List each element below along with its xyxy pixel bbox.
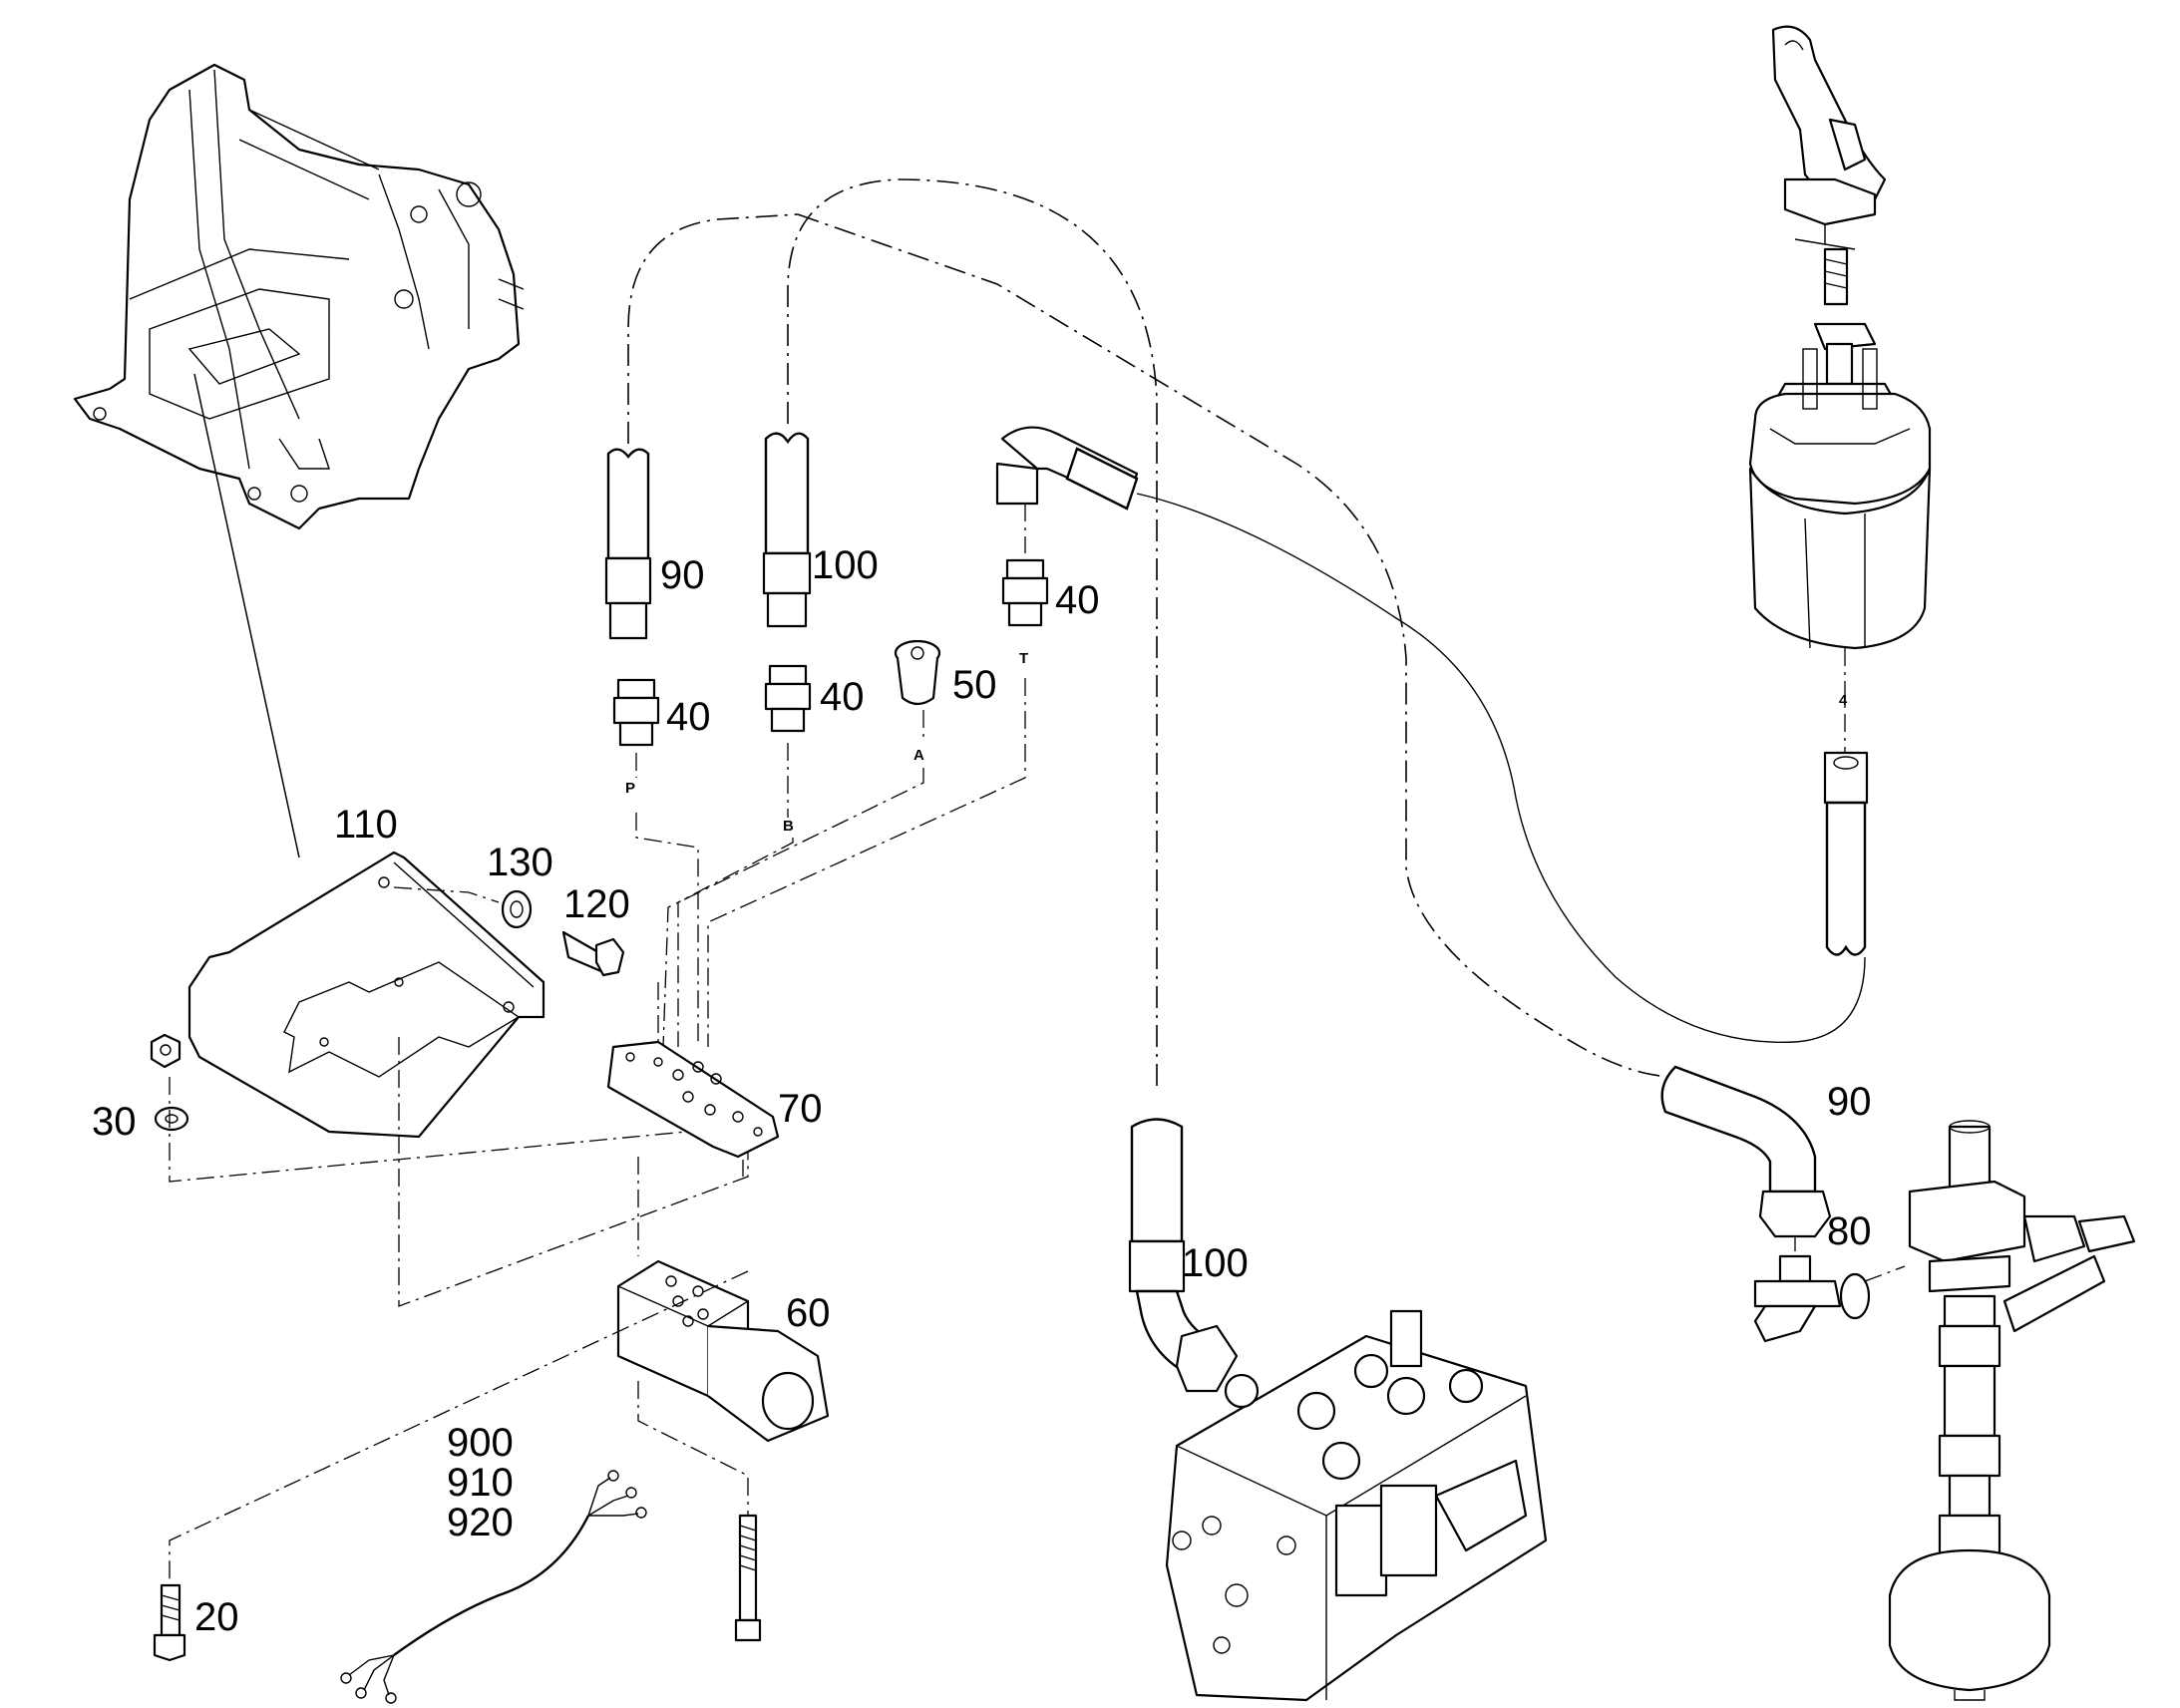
leader-30 bbox=[169, 1077, 739, 1183]
callout-100-bottom: 100 bbox=[1182, 1241, 1249, 1285]
callout-910: 910 bbox=[447, 1461, 514, 1505]
adapter-40-mid bbox=[764, 664, 812, 733]
callout-130: 130 bbox=[487, 841, 553, 884]
callout-70: 70 bbox=[778, 1087, 823, 1131]
loader-frame-illustration bbox=[73, 63, 525, 530]
port-label-p: P bbox=[625, 780, 635, 797]
manifold-block-70 bbox=[606, 1040, 780, 1159]
leader-60-bolt20 bbox=[169, 1270, 749, 1585]
hose-90-right-routing bbox=[797, 213, 1676, 1078]
callout-40-mid: 40 bbox=[820, 675, 865, 719]
callout-100-left: 100 bbox=[812, 543, 879, 587]
callout-90-right: 90 bbox=[1827, 1080, 1872, 1124]
port-label-a: A bbox=[913, 747, 924, 764]
port-label-t: T bbox=[1019, 650, 1028, 667]
callout-40-left: 40 bbox=[666, 695, 711, 739]
hose-100-routing bbox=[787, 178, 1158, 1087]
washer-130 bbox=[501, 889, 533, 929]
hose-90-left bbox=[604, 448, 652, 640]
callout-80: 80 bbox=[1827, 1209, 1872, 1253]
leader-60-screw bbox=[637, 1381, 749, 1516]
joystick-pilot-hose bbox=[1823, 751, 1869, 956]
callout-120: 120 bbox=[563, 882, 630, 926]
adapter-40-left bbox=[612, 678, 660, 747]
bolt-120 bbox=[561, 930, 625, 977]
nut-30 bbox=[150, 1033, 189, 1132]
pilot-line-joystick bbox=[1136, 493, 1866, 1044]
leader-130 bbox=[393, 886, 500, 903]
mounting-plate-110 bbox=[187, 851, 545, 1139]
leader-80-accumulator bbox=[1864, 1265, 1906, 1282]
port-label-4: 4 bbox=[1839, 692, 1848, 709]
callout-900: 900 bbox=[447, 1421, 514, 1465]
port-label-b: B bbox=[783, 818, 794, 835]
callout-90-left: 90 bbox=[660, 553, 705, 597]
callout-920: 920 bbox=[447, 1501, 514, 1544]
control-valve-block bbox=[1165, 1309, 1548, 1702]
frame-to-plate-leader bbox=[193, 373, 300, 858]
joystick-assembly bbox=[1748, 25, 1932, 650]
callout-110: 110 bbox=[334, 803, 398, 847]
callout-20: 20 bbox=[194, 1595, 239, 1639]
elbow-fitting-top bbox=[995, 426, 1139, 511]
plug-50 bbox=[894, 639, 941, 706]
callout-50: 50 bbox=[952, 663, 997, 707]
accumulator-assembly bbox=[1888, 1120, 2136, 1701]
hose-100-bottom bbox=[1128, 1118, 1239, 1393]
adapter-40-top bbox=[1001, 558, 1049, 627]
solenoid-valve-60 bbox=[616, 1259, 830, 1443]
callout-60: 60 bbox=[786, 1291, 831, 1335]
wire-harness bbox=[340, 1470, 647, 1704]
screw-long bbox=[734, 1514, 762, 1642]
hose-90-right bbox=[1660, 1065, 1832, 1238]
hose-100-left bbox=[762, 432, 812, 628]
bolt-20 bbox=[153, 1583, 186, 1662]
callout-40-top-right: 40 bbox=[1055, 578, 1100, 622]
callout-30: 30 bbox=[92, 1100, 137, 1144]
tee-fitting-80 bbox=[1753, 1254, 1871, 1343]
hose-90-routing bbox=[627, 213, 799, 444]
